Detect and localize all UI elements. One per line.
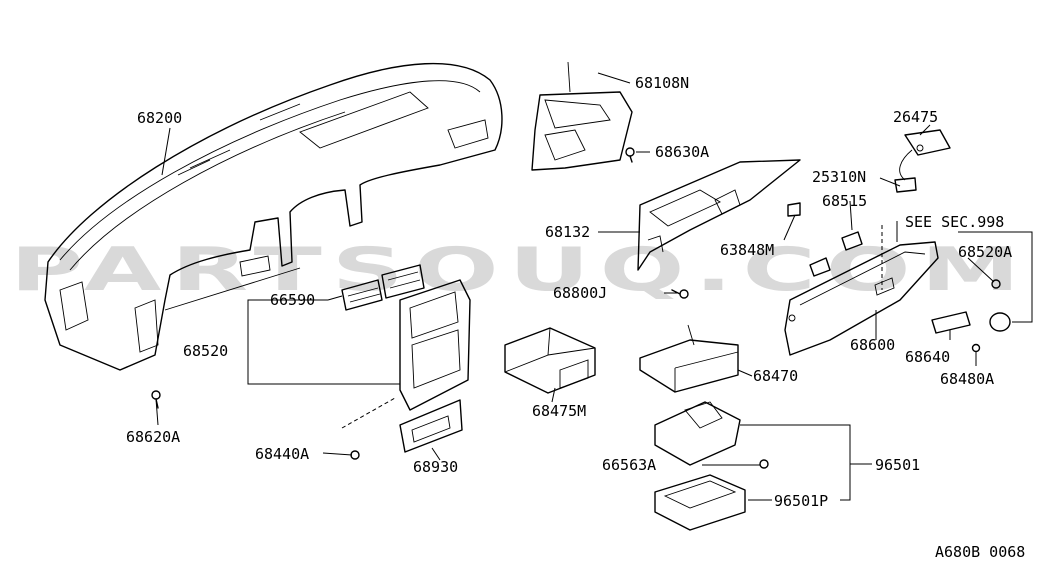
label-96501: 96501 [875, 456, 920, 474]
instrument-panel-68200[interactable] [44, 62, 503, 371]
lock-cylinder[interactable] [989, 312, 1011, 332]
label-68475M: 68475M [532, 402, 586, 420]
label-68930: 68930 [413, 458, 458, 476]
pin-68515[interactable] [809, 231, 863, 277]
label-68520A: 68520A [958, 243, 1012, 261]
label-68108N: 68108N [635, 74, 689, 92]
label-68520: 68520 [183, 342, 228, 360]
screw-66563A[interactable] [759, 459, 769, 469]
label-68515: 68515 [822, 192, 867, 210]
label-68480A: 68480A [940, 370, 994, 388]
label-see-sec-998: SEE SEC.998 [905, 213, 1004, 231]
bracket-68470[interactable] [639, 324, 739, 393]
diagram-code: A680B 0068 [935, 543, 1025, 561]
pocket-68475M[interactable] [504, 327, 596, 394]
label-66590: 66590 [270, 291, 315, 309]
callout-labels: 68200 68108N 68630A 26475 25310N 68515 S… [126, 74, 1025, 561]
knob-68520A[interactable] [991, 279, 1001, 289]
lamp-26475[interactable] [899, 129, 951, 181]
screw-68480A[interactable] [971, 343, 981, 353]
label-68640: 68640 [905, 348, 950, 366]
label-68200: 68200 [137, 109, 182, 127]
striker-68640[interactable] [931, 311, 971, 334]
label-25310N: 25310N [812, 168, 866, 186]
ashtray-assembly-96501[interactable] [654, 401, 741, 466]
label-66563A: 66563A [602, 456, 656, 474]
label-68800J: 68800J [553, 284, 607, 302]
label-68600: 68600 [850, 336, 895, 354]
finisher-68520[interactable] [399, 279, 471, 411]
ashtray-insert-96501P[interactable] [654, 474, 746, 531]
label-26475: 26475 [893, 108, 938, 126]
label-68132: 68132 [545, 223, 590, 241]
clip-63848M[interactable] [787, 202, 801, 217]
screw-68440A[interactable] [350, 450, 360, 460]
bracket-68930[interactable] [399, 399, 463, 453]
clip-68630A[interactable] [625, 147, 635, 163]
vent-66590[interactable] [341, 264, 425, 311]
leader-lines [155, 72, 1033, 501]
switch-25310N[interactable] [894, 177, 917, 193]
glove-box-68600[interactable] [784, 241, 939, 356]
label-68630A: 68630A [655, 143, 709, 161]
label-68470: 68470 [753, 367, 798, 385]
screw-68800J[interactable] [671, 289, 689, 299]
bracket-68108N[interactable] [531, 61, 633, 171]
label-68620A: 68620A [126, 428, 180, 446]
reinforcement-68132[interactable] [637, 159, 801, 271]
label-96501P: 96501P [774, 492, 828, 510]
label-63848M: 63848M [720, 241, 774, 259]
label-68440A: 68440A [255, 445, 309, 463]
